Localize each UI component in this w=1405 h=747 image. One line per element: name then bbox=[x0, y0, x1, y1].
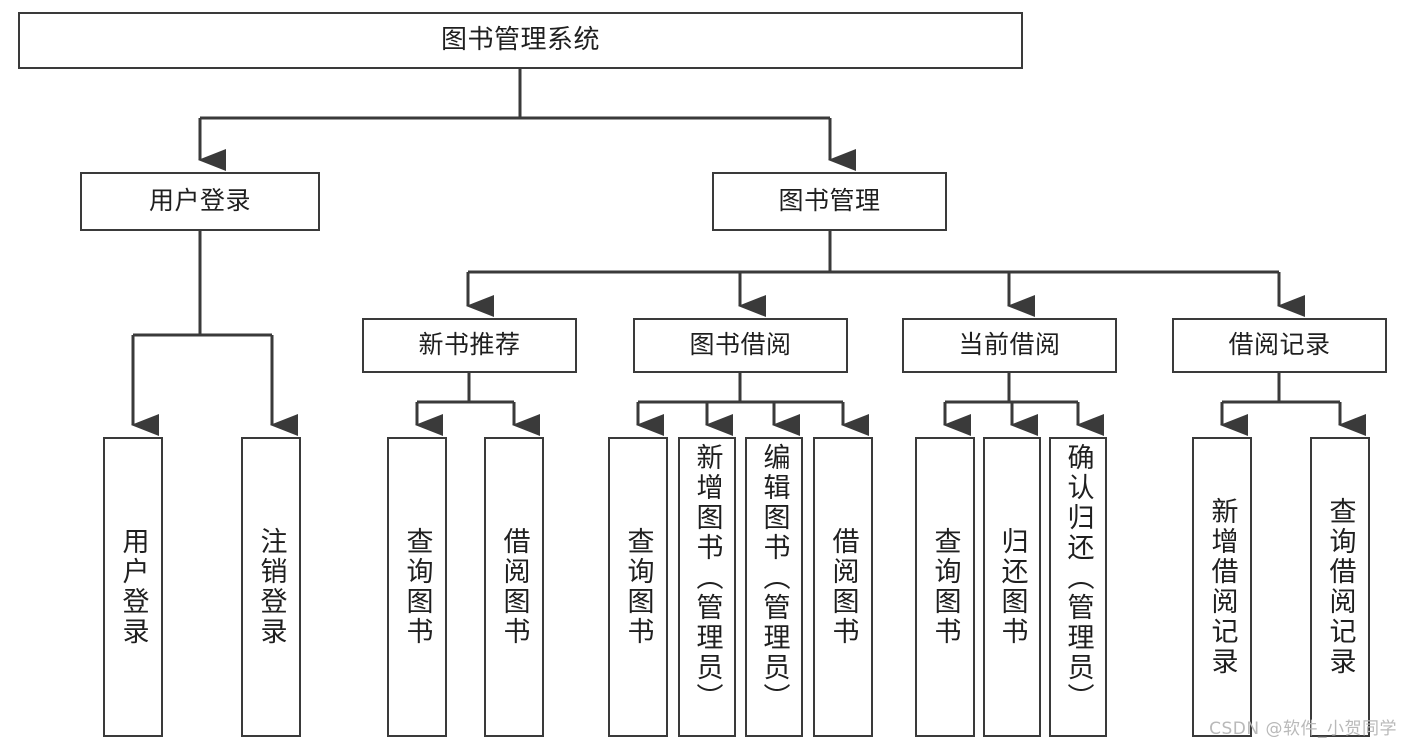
node-leaf-return-book-label: 归还图书 bbox=[996, 527, 1028, 647]
node-leaf-query-book-3[interactable]: 查询图书 bbox=[915, 437, 975, 737]
node-leaf-borrow-book-2-label: 借阅图书 bbox=[827, 527, 859, 647]
node-leaf-confirm-return[interactable]: 确认归还（管理员） bbox=[1049, 437, 1107, 737]
node-leaf-user-login[interactable]: 用户登录 bbox=[103, 437, 163, 737]
node-leaf-user-logout-label: 注销登录 bbox=[255, 527, 287, 647]
node-new-book-rec[interactable]: 新书推荐 bbox=[362, 318, 577, 373]
node-leaf-query-book-2[interactable]: 查询图书 bbox=[608, 437, 668, 737]
node-borrow-record[interactable]: 借阅记录 bbox=[1172, 318, 1387, 373]
node-leaf-confirm-return-label: 确认归还（管理员） bbox=[1062, 443, 1094, 713]
node-borrow-record-label: 借阅记录 bbox=[1228, 330, 1331, 360]
node-current-borrow-label: 当前借阅 bbox=[958, 330, 1061, 360]
node-leaf-query-record[interactable]: 查询借阅记录 bbox=[1310, 437, 1370, 737]
node-user-login[interactable]: 用户登录 bbox=[80, 172, 320, 231]
watermark-text: CSDN @软件_小贺同学 bbox=[1209, 719, 1397, 739]
node-leaf-add-book[interactable]: 新增图书（管理员） bbox=[678, 437, 736, 737]
node-book-borrow[interactable]: 图书借阅 bbox=[633, 318, 848, 373]
node-leaf-user-login-label: 用户登录 bbox=[117, 527, 149, 647]
node-leaf-edit-book-label: 编辑图书（管理员） bbox=[758, 443, 790, 713]
node-leaf-borrow-book-1[interactable]: 借阅图书 bbox=[484, 437, 544, 737]
node-leaf-borrow-book-1-label: 借阅图书 bbox=[498, 527, 530, 647]
node-book-manage-label: 图书管理 bbox=[778, 186, 881, 216]
node-book-manage[interactable]: 图书管理 bbox=[712, 172, 947, 231]
node-leaf-query-book-2-label: 查询图书 bbox=[622, 527, 654, 647]
node-current-borrow[interactable]: 当前借阅 bbox=[902, 318, 1117, 373]
node-root[interactable]: 图书管理系统 bbox=[18, 12, 1023, 69]
node-leaf-user-logout[interactable]: 注销登录 bbox=[241, 437, 301, 737]
node-leaf-return-book[interactable]: 归还图书 bbox=[983, 437, 1041, 737]
node-leaf-borrow-book-2[interactable]: 借阅图书 bbox=[813, 437, 873, 737]
node-book-borrow-label: 图书借阅 bbox=[689, 330, 792, 360]
node-leaf-query-book-1[interactable]: 查询图书 bbox=[387, 437, 447, 737]
node-leaf-query-book-3-label: 查询图书 bbox=[929, 527, 961, 647]
node-leaf-add-book-label: 新增图书（管理员） bbox=[691, 443, 723, 713]
node-leaf-add-record-label: 新增借阅记录 bbox=[1206, 497, 1238, 677]
node-root-label: 图书管理系统 bbox=[440, 24, 600, 55]
node-leaf-edit-book[interactable]: 编辑图书（管理员） bbox=[745, 437, 803, 737]
node-new-book-rec-label: 新书推荐 bbox=[418, 330, 521, 360]
node-leaf-query-record-label: 查询借阅记录 bbox=[1324, 497, 1356, 677]
node-leaf-query-book-1-label: 查询图书 bbox=[401, 527, 433, 647]
node-leaf-add-record[interactable]: 新增借阅记录 bbox=[1192, 437, 1252, 737]
node-user-login-label: 用户登录 bbox=[148, 186, 251, 216]
